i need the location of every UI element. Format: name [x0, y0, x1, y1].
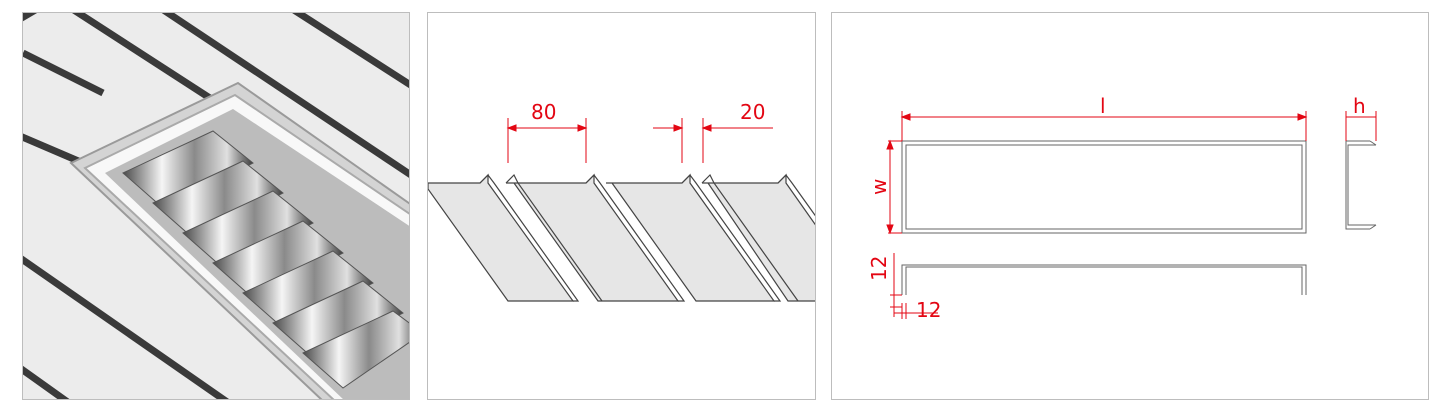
ceiling-photo-illustration: [23, 13, 409, 399]
strip-gaps: [23, 13, 409, 399]
gap-dimension-label: 20: [740, 100, 765, 124]
strip-profiles: [428, 173, 815, 302]
plan-section-panel: l h w 12 12: [831, 12, 1429, 400]
side-section: [1345, 140, 1377, 230]
louvre-fixture: [69, 81, 409, 399]
plan-dimensions: [886, 111, 1377, 319]
height-dimension-label: h: [1353, 94, 1366, 118]
strip-profile-drawing: 80 20: [428, 100, 815, 302]
strip-profile-panel: 80 20: [427, 12, 816, 400]
ceiling-photo-panel: [22, 12, 410, 400]
plan-outline: [901, 140, 1307, 234]
dimension-lines: [506, 118, 773, 163]
pitch-dimension-label: 80: [531, 100, 556, 124]
length-dimension-label: l: [1100, 94, 1106, 118]
flange-horizontal-label: 12: [916, 298, 941, 322]
width-dimension-label: w: [867, 179, 891, 195]
plan-section-drawing: l h w 12 12: [867, 94, 1377, 322]
flange-vertical-label: 12: [867, 256, 891, 281]
bottom-strip-section: [901, 264, 1307, 295]
